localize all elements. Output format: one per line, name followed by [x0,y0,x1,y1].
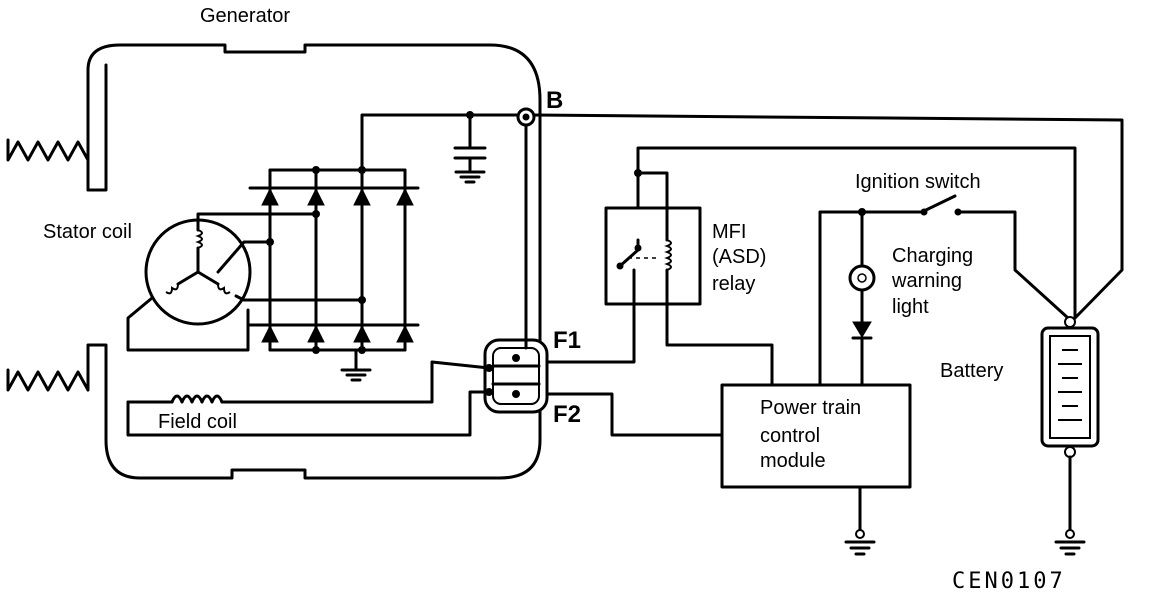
terminal-b-label: B [546,87,563,114]
charging-label-line2: warning [891,270,962,292]
charging-label-line1: Charging [892,245,973,267]
generator-housing [86,43,542,480]
field-coil-label: Field coil [158,411,237,433]
figure-code: CEN0107 [952,569,1066,594]
battery [1040,316,1100,556]
capacitor [453,146,487,184]
relay-label-line3: relay [712,273,755,295]
b-terminal [516,107,536,127]
charging-label-line3: light [892,296,929,318]
rectifier-bridge [248,166,420,382]
pulley-belt-top [6,138,90,162]
battery-label: Battery [940,360,1003,382]
pcm-label-line1: Power train [760,397,861,419]
power-train-control-module [720,383,912,556]
ignition-switch-label: Ignition switch [855,171,981,193]
f1-wire [545,280,636,364]
stator-coil-label: Stator coil [43,221,132,243]
pcm-label-line3: module [760,450,826,472]
f-connector [483,338,549,414]
relay-label-line2: (ASD) [712,246,766,268]
terminal-f2-label: F2 [553,401,581,428]
relay-label-line1: MFI [712,221,746,243]
mfi-asd-relay [604,146,1077,387]
charging-warning-light [848,210,876,387]
ignition-switch [818,194,1070,387]
pulley-belt-bottom [6,368,90,392]
pcm-label-line2: control [760,425,820,447]
f2-wire [545,392,724,437]
stator-coil [126,212,364,352]
generator-label: Generator [200,5,290,27]
field-coil [126,360,491,437]
terminal-f1-label: F1 [553,327,581,354]
